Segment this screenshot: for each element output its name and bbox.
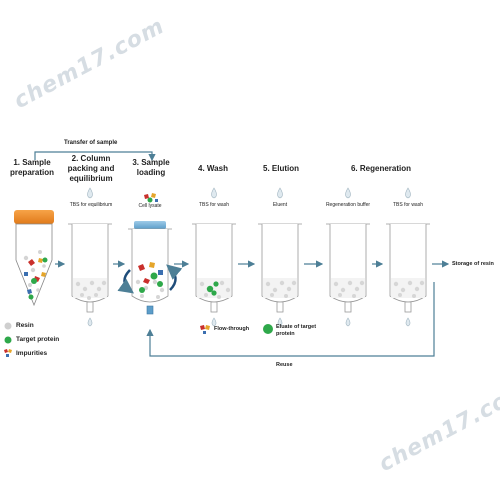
step-6-title: 6. Regeneration xyxy=(350,164,411,173)
legend-target-marker xyxy=(4,336,12,344)
column-regeneration xyxy=(326,223,370,313)
buffer-drops xyxy=(87,187,411,327)
column-elution xyxy=(258,223,302,313)
label-tbs-wash-final: TBS for wash xyxy=(392,202,423,208)
column-final-wash xyxy=(386,223,430,313)
flow-through-label: Flow-through xyxy=(214,326,250,332)
legend-impurities: Impurities xyxy=(16,350,48,357)
column-equilibrium xyxy=(68,223,112,313)
wash-target-bound xyxy=(206,281,219,296)
loading-mixture xyxy=(138,262,163,293)
rotate-arrow-right xyxy=(166,264,183,291)
transfer-label: Transfer of sample xyxy=(64,140,118,146)
eluate-label: Eluate of target protein xyxy=(276,324,317,337)
label-regeneration-buffer: Regeneration buffer xyxy=(325,202,371,208)
step-4-title: 4. Wash xyxy=(198,164,228,173)
sample-tube xyxy=(14,210,54,307)
step-3-title: 3. Sample loading xyxy=(132,158,170,177)
eluate-marker xyxy=(263,324,273,334)
step-1-title: 1. Sample preparation xyxy=(9,158,54,177)
step-5-title: 5. Elution xyxy=(263,164,299,173)
storage-label: Storage of resin xyxy=(452,261,494,267)
resin-beads xyxy=(75,279,425,300)
legend-impurities-marker xyxy=(4,349,12,357)
legend-resin: Resin xyxy=(16,322,34,329)
label-cell-lysate: Cell lysate xyxy=(138,203,162,209)
column-loading xyxy=(128,221,172,315)
rotate-arrow-left xyxy=(117,269,135,294)
label-tbs-wash: TBS for wash xyxy=(198,202,229,208)
step-2-title: 2. Column packing and equilibrium xyxy=(67,154,115,183)
cell-lysate-icon xyxy=(144,193,158,203)
reuse-label: Reuse xyxy=(276,362,293,368)
label-tbs-equilibrium: TBS for equilibrium xyxy=(69,202,113,208)
reuse-loop-arrow xyxy=(146,282,435,357)
legend-target: Target protein xyxy=(16,336,60,343)
legend-resin-marker xyxy=(4,322,12,330)
label-eluent: Eluent xyxy=(272,202,288,208)
flow-through-marker xyxy=(200,325,210,334)
column-wash xyxy=(192,223,236,313)
transfer-bracket xyxy=(34,151,156,162)
